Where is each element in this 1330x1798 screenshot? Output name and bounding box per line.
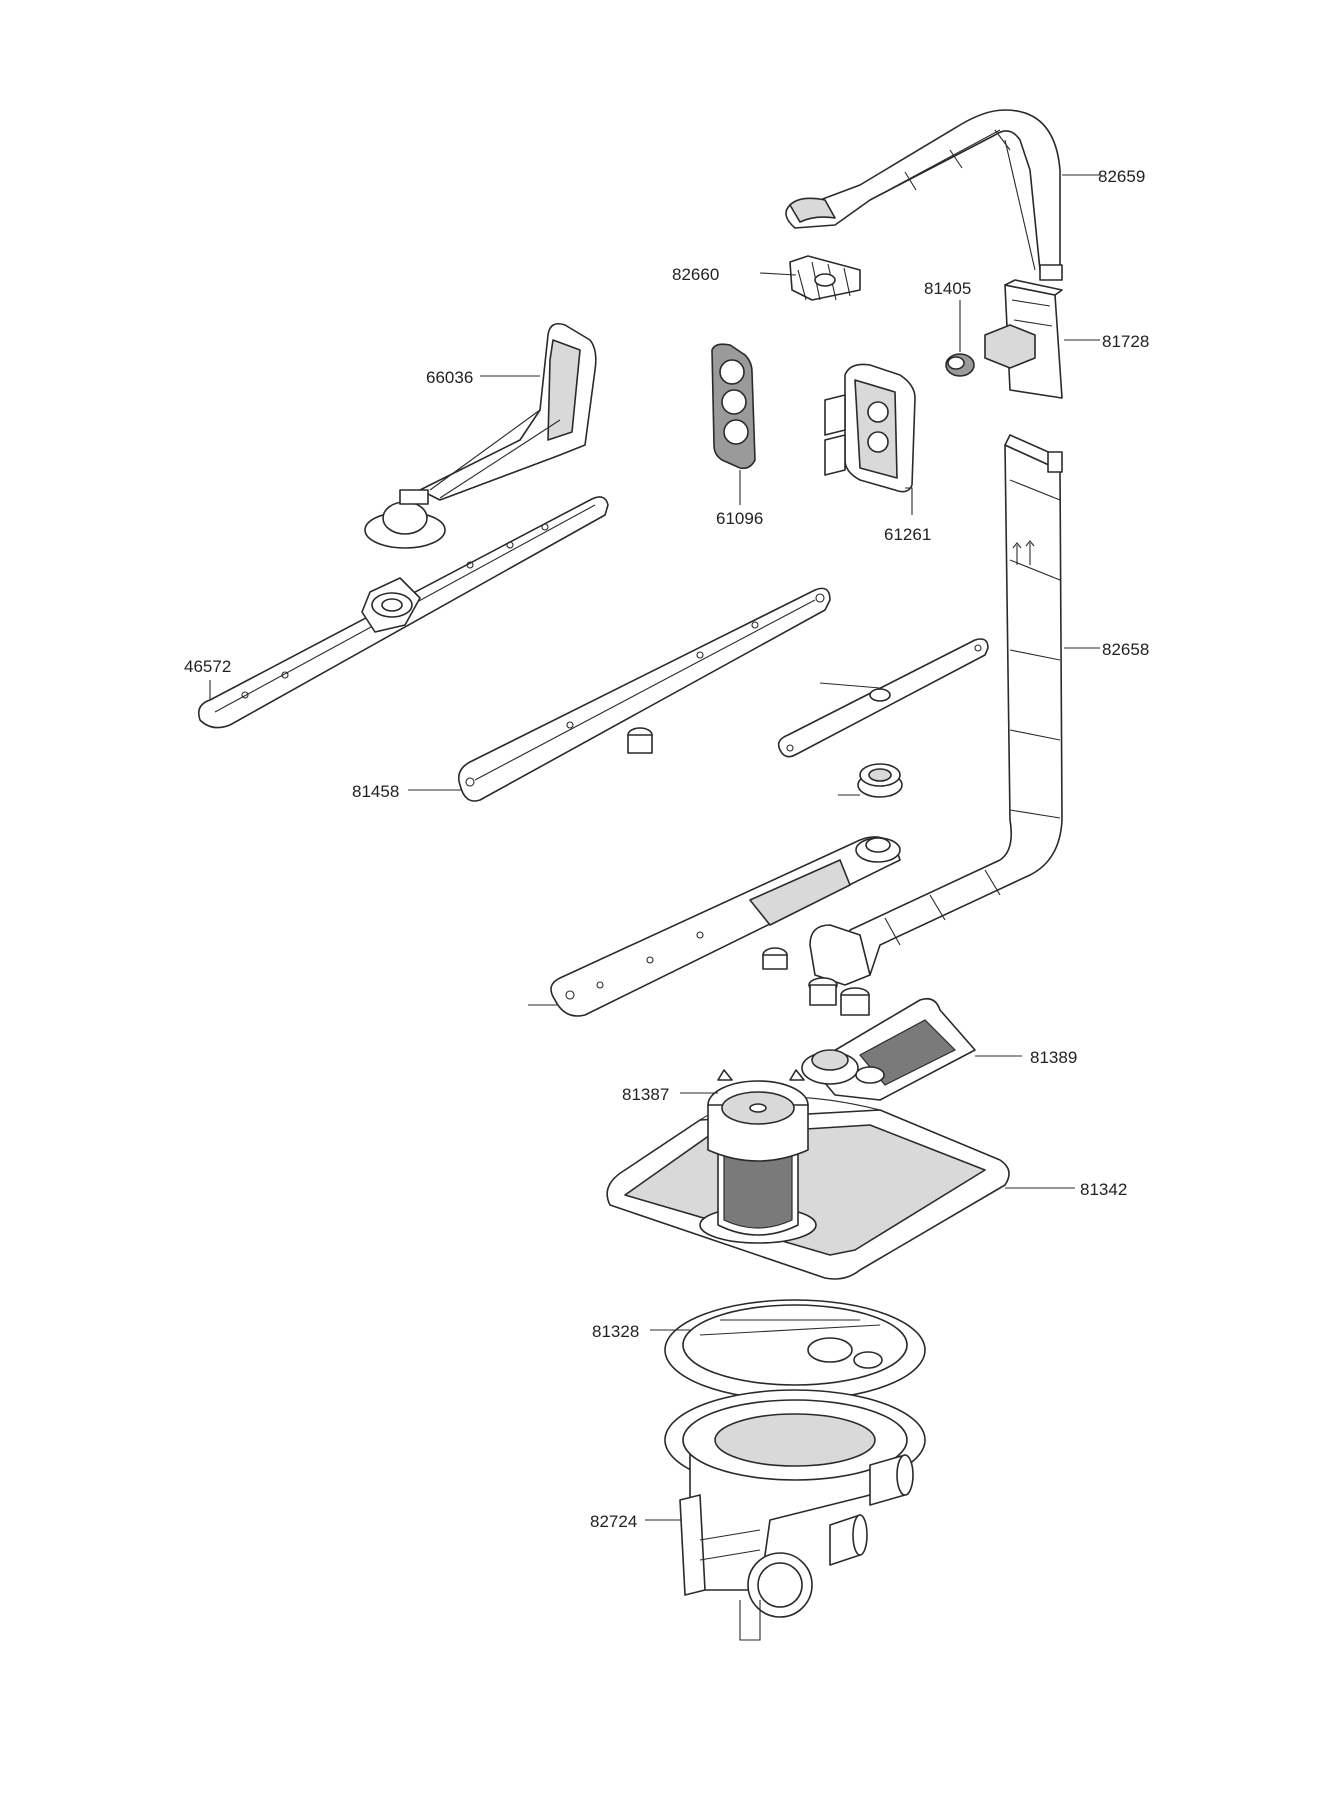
label-82660: 82660 — [672, 265, 719, 284]
sump-cover-plate[interactable] — [606, 1096, 1010, 1280]
pump-housing[interactable] — [664, 1389, 926, 1641]
label-61261: 61261 — [884, 525, 931, 544]
leader-lines — [209, 174, 1100, 1521]
small-spray-arm[interactable] — [777, 638, 989, 758]
upper-arm-feed[interactable] — [364, 322, 597, 549]
small-seal[interactable] — [945, 353, 975, 377]
label-81728: 81728 — [1102, 332, 1149, 351]
part-number-labels: 82659 82660 81405 81728 66036 61096 6126… — [184, 167, 1149, 1531]
middle-spray-arm[interactable] — [457, 587, 831, 802]
triple-gasket[interactable] — [711, 343, 756, 470]
label-46572: 46572 — [184, 657, 231, 676]
upper-supply-tube[interactable] — [785, 109, 1063, 281]
label-81405: 81405 — [924, 279, 971, 298]
tube-connector[interactable] — [984, 279, 1063, 399]
upper-spray-arm[interactable] — [197, 496, 609, 729]
label-81387: 81387 — [622, 1085, 669, 1104]
tube-clip[interactable] — [789, 255, 861, 301]
label-81458: 81458 — [352, 782, 399, 801]
lower-spray-arm[interactable] — [550, 836, 901, 1017]
label-82658: 82658 — [1102, 640, 1149, 659]
cylinder-filter[interactable] — [699, 1069, 817, 1244]
arm-bearing-nut[interactable] — [857, 763, 903, 798]
label-81328: 81328 — [592, 1322, 639, 1341]
label-61096: 61096 — [716, 509, 763, 528]
filter-mesh-plate[interactable] — [801, 997, 976, 1101]
label-81342: 81342 — [1080, 1180, 1127, 1199]
label-82724: 82724 — [590, 1512, 637, 1531]
label-82659: 82659 — [1098, 167, 1145, 186]
label-81389: 81389 — [1030, 1048, 1077, 1067]
sump-ring[interactable] — [664, 1299, 926, 1401]
label-66036: 66036 — [426, 368, 473, 387]
main-supply-tube[interactable] — [808, 434, 1063, 1016]
triple-housing[interactable] — [824, 363, 916, 493]
